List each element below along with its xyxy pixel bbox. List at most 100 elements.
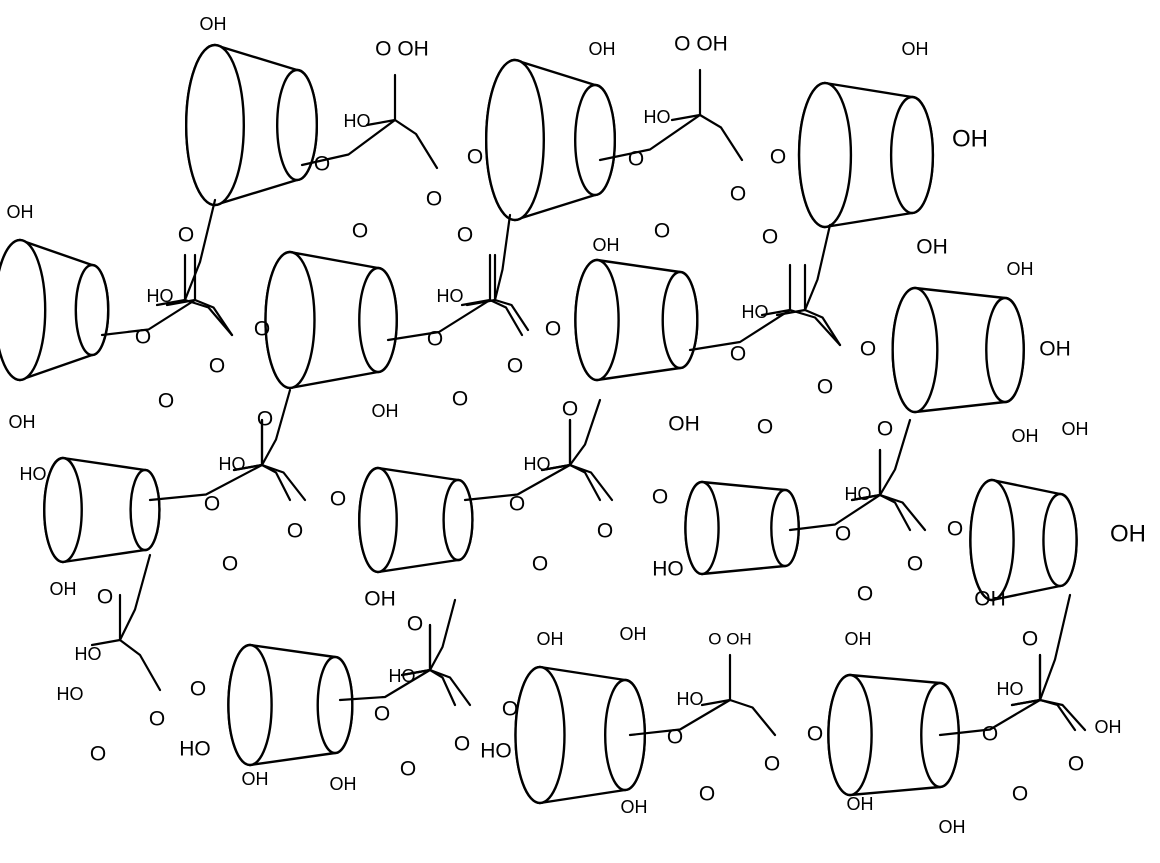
cone-wide-rim [442, 478, 474, 562]
bond [465, 298, 497, 307]
atom-label-ho: HO [644, 107, 671, 127]
bond [232, 463, 264, 472]
bond [428, 598, 457, 707]
atom-label-o: O [254, 318, 270, 341]
atom-label-oh: OH [845, 629, 872, 649]
atom-label-o: O [764, 753, 780, 776]
bond [183, 198, 234, 337]
bond [118, 553, 162, 692]
cyclodextrin-cone [358, 466, 474, 574]
cone-wide-rim [985, 296, 1025, 404]
cyclodextrin-cone [0, 238, 110, 382]
cyclodextrin-cone [43, 456, 161, 564]
atom-label-o: O [97, 586, 113, 609]
atom-label-oh: OH [50, 579, 77, 599]
atom-label-o: O [222, 553, 238, 576]
cone-narrow-rim [264, 250, 316, 390]
cyclodextrin-cone [891, 286, 1025, 414]
atom-label-o: O [835, 523, 851, 546]
atom-label-ho: HO [20, 464, 47, 484]
atom-label-o: O [90, 743, 106, 766]
atom-label-oh: OH [589, 39, 616, 59]
cone-wide-rim [129, 468, 161, 552]
atom-label-ho: HO [524, 454, 551, 474]
atom-label-oh: OH [668, 413, 700, 436]
atom-label-ho: HO [75, 644, 102, 664]
atom-label-ho: HO [219, 454, 246, 474]
atom-label-o: O [982, 723, 998, 746]
atom-label-o: O [730, 183, 746, 206]
atom-label-o: O [135, 326, 151, 349]
atom-label-o: O [149, 708, 165, 731]
bond [90, 638, 122, 647]
atom-label-o: O [597, 520, 613, 543]
atom-label-ho: HO [344, 111, 371, 131]
atom-label-o: O [457, 224, 473, 247]
atom-label-ho: HO [437, 286, 464, 306]
atom-label-o: O [907, 553, 923, 576]
atom-label-o: O [628, 148, 644, 171]
cone-narrow-rim [827, 673, 873, 797]
cone-narrow-rim [891, 286, 939, 414]
atom-label-oh: OH [330, 774, 357, 794]
cone-narrow-rim [0, 238, 47, 382]
atom-label-oh: OH [372, 401, 399, 421]
atom-label-cooh: O OH [708, 629, 751, 648]
atom-label-o: O [454, 733, 470, 756]
atom-label-o: O [730, 343, 746, 366]
cyclodextrin-cone [264, 250, 398, 390]
cone-narrow-rim [485, 58, 546, 222]
atom-label-oh: OH [1012, 426, 1039, 446]
atom-label-oh: OH [902, 39, 929, 59]
cyclodextrin-cone [227, 643, 354, 767]
atom-label-oh: OH [9, 412, 36, 432]
bond [598, 113, 744, 162]
atom-label-o: O [426, 188, 442, 211]
atom-label-o: O [817, 376, 833, 399]
atom-label-o: O [762, 226, 778, 249]
atom-label-o: O [667, 726, 683, 749]
atom-label-o: O [467, 146, 483, 169]
atom-label-oh: OH [593, 235, 620, 255]
atom-label-oh: OH [974, 588, 1006, 611]
bond [400, 668, 432, 677]
atom-label-o: O [502, 698, 518, 721]
cyclodextrin-cone [514, 665, 647, 805]
bond [386, 298, 524, 342]
atom-label-o: O [532, 553, 548, 576]
cone-narrow-rim [227, 643, 273, 767]
atom-label-cooh: O OH [375, 38, 429, 61]
ester-linkages [90, 68, 1087, 737]
atom-label-o: O [807, 723, 823, 746]
bond [850, 493, 882, 502]
atom-label-o: O [877, 418, 893, 441]
atom-label-o: O [1022, 628, 1038, 651]
cone-wide-rim [604, 678, 647, 792]
atom-label-oh: OH [364, 588, 396, 611]
atom-label-oh: OH [1095, 717, 1122, 737]
cone-wide-rim [574, 83, 617, 197]
cone-wide-rim [276, 68, 319, 182]
cone-narrow-rim [969, 478, 1015, 602]
bond [165, 298, 197, 307]
atom-label-oh: OH [620, 624, 647, 644]
atom-label-o: O [562, 398, 578, 421]
cone-wide-rim [1042, 492, 1078, 588]
atom-label-ho: HO [677, 689, 704, 709]
atom-label-o: O [178, 224, 194, 247]
cyclodextrin-cone [684, 480, 800, 576]
bond [1010, 698, 1042, 707]
atom-label-oh: OH [1110, 520, 1146, 547]
atom-label-oh: OH [847, 794, 874, 814]
atom-label-o: O [857, 583, 873, 606]
atom-label-ho: HO [652, 558, 684, 581]
atom-label-o: O [699, 783, 715, 806]
cone-wide-rim [889, 95, 935, 215]
atom-label-oh: OH [7, 202, 34, 222]
cone-narrow-rim [770, 488, 800, 568]
atom-label-o: O [1012, 783, 1028, 806]
atom-label-o: O [158, 390, 174, 413]
atom-label-o: O [314, 153, 330, 176]
